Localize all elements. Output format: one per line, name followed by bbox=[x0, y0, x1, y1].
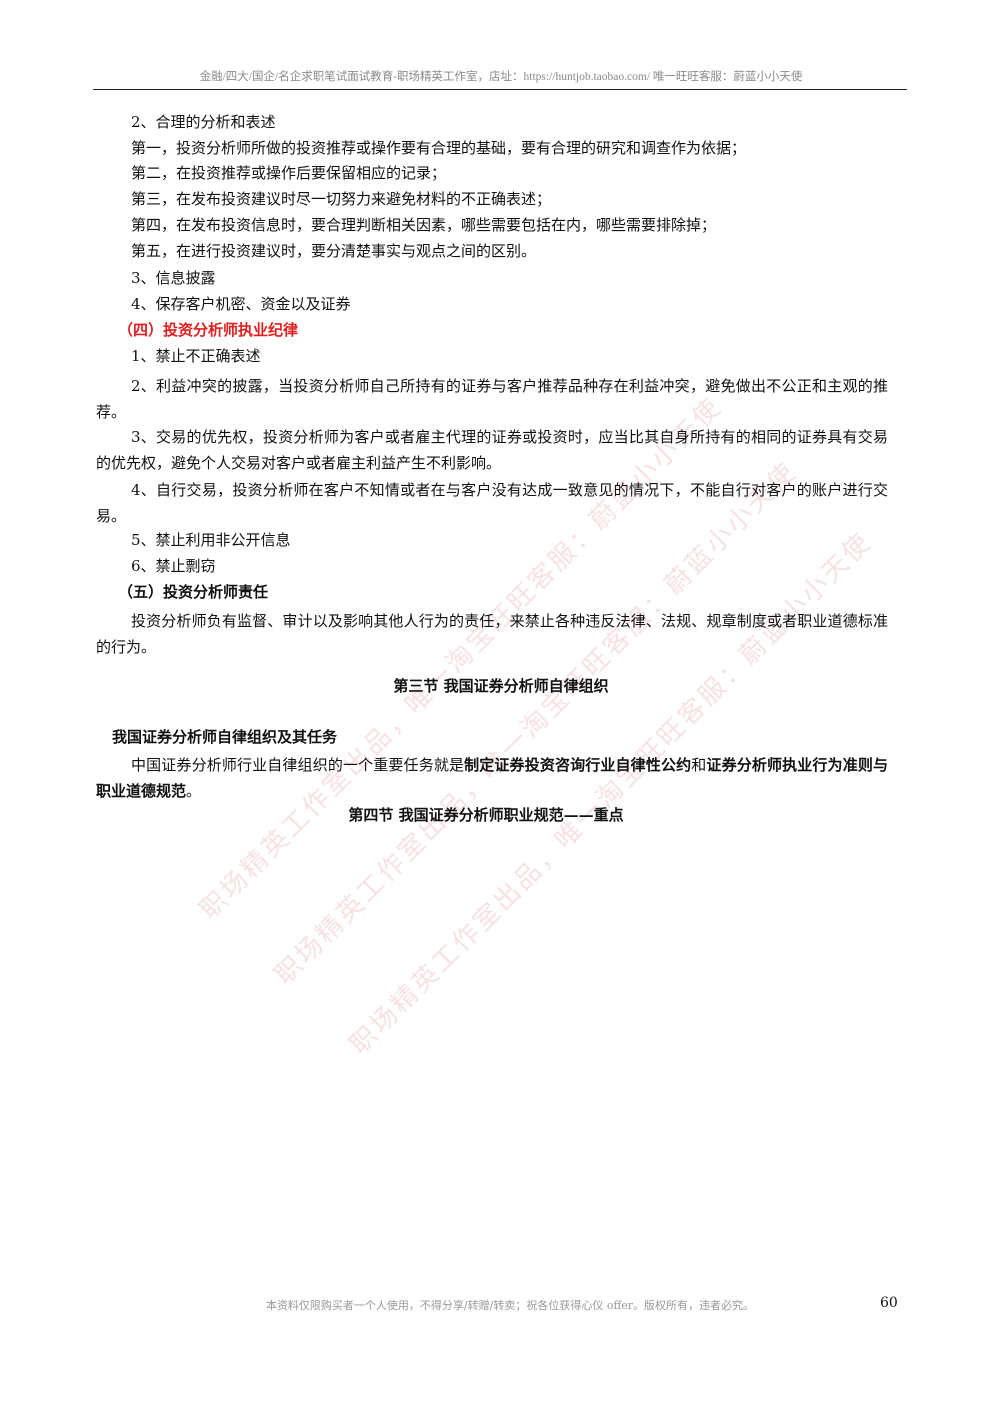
text-plain: 中国证券分析师行业自律组织的一个重要任务就是 bbox=[131, 756, 465, 774]
heading-responsibility: （五）投资分析师责任 bbox=[118, 583, 269, 601]
item-confidentiality: 4、保存客户机密、资金以及证券 bbox=[131, 295, 351, 313]
page-number: 60 bbox=[880, 1295, 898, 1311]
text-plain: 。 bbox=[186, 782, 202, 800]
section-4-title: 第四节 我国证券分析师职业规范——重点 bbox=[348, 806, 624, 824]
point-second: 第二，在投资推荐或操作后要保留相应的记录； bbox=[131, 164, 447, 182]
discipline-1: 1、禁止不正确表述 bbox=[131, 347, 261, 365]
subheading-self-regulation: 我国证券分析师自律组织及其任务 bbox=[112, 728, 338, 746]
point-fifth: 第五，在进行投资建议时，要分清楚事实与观点之间的区别。 bbox=[131, 242, 537, 260]
text-plain: 和 bbox=[691, 756, 707, 774]
heading-discipline: （四）投资分析师执业纪律 bbox=[118, 321, 299, 339]
discipline-3: 3、交易的优先权，投资分析师为客户或者雇主代理的证券或投资时，应当比其自身所持有… bbox=[96, 428, 888, 472]
discipline-4: 4、自行交易，投资分析师在客户不知情或者在与客户没有达成一致意见的情况下，不能自… bbox=[96, 481, 888, 525]
point-fourth: 第四，在发布投资信息时，要合理判断相关因素，哪些需要包括在内，哪些需要排除掉； bbox=[131, 216, 717, 234]
text-bold: 证券分析师执业行为准则与职业道德规范 bbox=[96, 756, 888, 800]
self-regulation-text: 中国证券分析师行业自律组织的一个重要任务就是制定证券投资咨询行业自律性公约和证券… bbox=[96, 752, 888, 804]
point-third: 第三，在发布投资建议时尽一切努力来避免材料的不正确表述； bbox=[131, 190, 552, 208]
page-header: 金融/四大/国企/名企求职笔试面试教育-职场精英工作室，店址：https://h… bbox=[199, 71, 803, 83]
discipline-5: 5、禁止利用非公开信息 bbox=[131, 531, 291, 549]
responsibility-text: 投资分析师负有监督、审计以及影响其他人行为的责任，来禁止各种违反法律、法规、规章… bbox=[96, 612, 888, 656]
discipline-6: 6、禁止剽窃 bbox=[131, 557, 216, 575]
text-bold: 制定证券投资咨询行业自律性公约 bbox=[464, 756, 692, 774]
discipline-2: 2、利益冲突的披露，当投资分析师自己所持有的证券与客户推荐品种存在利益冲突，避免… bbox=[96, 377, 888, 421]
section-3-title: 第三节 我国证券分析师自律组织 bbox=[393, 677, 609, 695]
item-disclosure: 3、信息披露 bbox=[131, 269, 216, 287]
item-reasonable-analysis: 2、合理的分析和表述 bbox=[131, 113, 276, 131]
header-rule bbox=[93, 89, 907, 90]
point-first: 第一，投资分析师所做的投资推荐或操作要有合理的基础，要有合理的研究和调查作为依据… bbox=[131, 139, 747, 157]
page-footer: 本资料仅限购买者一个人使用，不得分享/转赠/转卖；祝各位获得心仪 offer。版… bbox=[265, 1299, 755, 1312]
